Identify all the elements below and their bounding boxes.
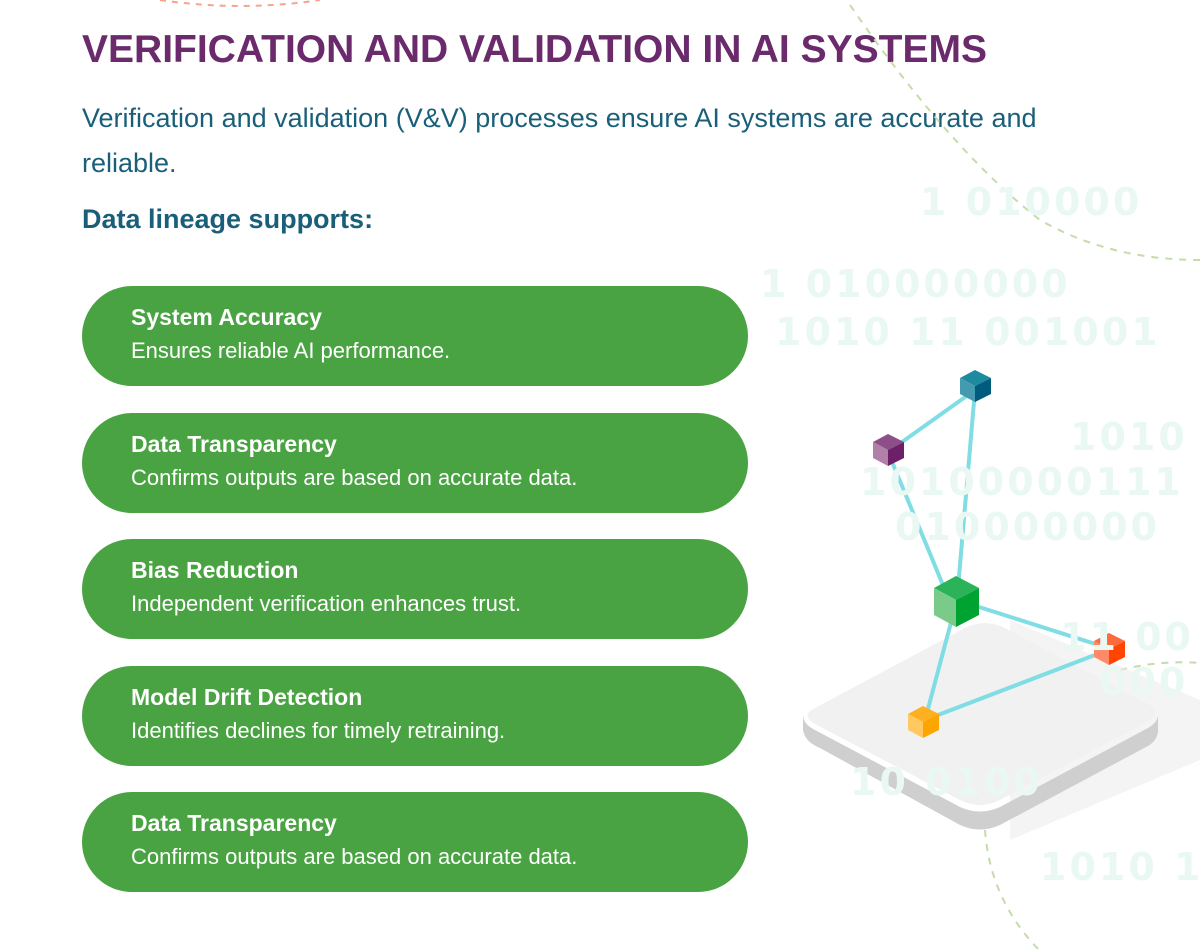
binary-decoration: 000 — [1100, 660, 1189, 704]
binary-decoration: 010000000 — [895, 505, 1160, 549]
cube-orange — [1094, 633, 1125, 665]
card-title: Bias Reduction — [131, 557, 299, 583]
page-title: VERIFICATION AND VALIDATION IN AI SYSTEM… — [82, 28, 987, 71]
card-title: Model Drift Detection — [131, 684, 363, 710]
card-desc: Ensures reliable AI performance. — [131, 338, 451, 363]
card-desc: Confirms outputs are based on accurate d… — [131, 844, 578, 869]
cube-yellow — [908, 706, 939, 738]
binary-decoration: 10 0100 — [850, 760, 1043, 804]
platform — [803, 620, 1200, 840]
binary-decoration: 1 010000 — [920, 180, 1143, 224]
binary-decoration: 1010 11 001001 — [775, 310, 1161, 354]
card-title: Data Transparency — [131, 431, 337, 457]
binary-decoration: 1010 — [1070, 415, 1188, 459]
binary-decoration: 1010 1 — [1040, 845, 1200, 889]
card-title: System Accuracy — [131, 304, 322, 330]
cube-teal — [960, 370, 991, 402]
card-desc: Identifies declines for timely retrainin… — [131, 718, 506, 743]
intro-text: Verification and validation (V&V) proces… — [82, 103, 1037, 178]
card-desc: Confirms outputs are based on accurate d… — [131, 465, 578, 490]
cube-green — [934, 576, 979, 627]
card-desc: Independent verification enhances trust. — [131, 591, 522, 616]
card-title: Data Transparency — [131, 810, 337, 836]
subheading: Data lineage supports: — [82, 204, 374, 234]
binary-decoration: 10100000111 — [860, 460, 1184, 504]
binary-decoration: 11 00 — [1060, 615, 1194, 659]
binary-decoration: 1 010000000 — [760, 262, 1071, 306]
cube-purple — [873, 434, 904, 466]
